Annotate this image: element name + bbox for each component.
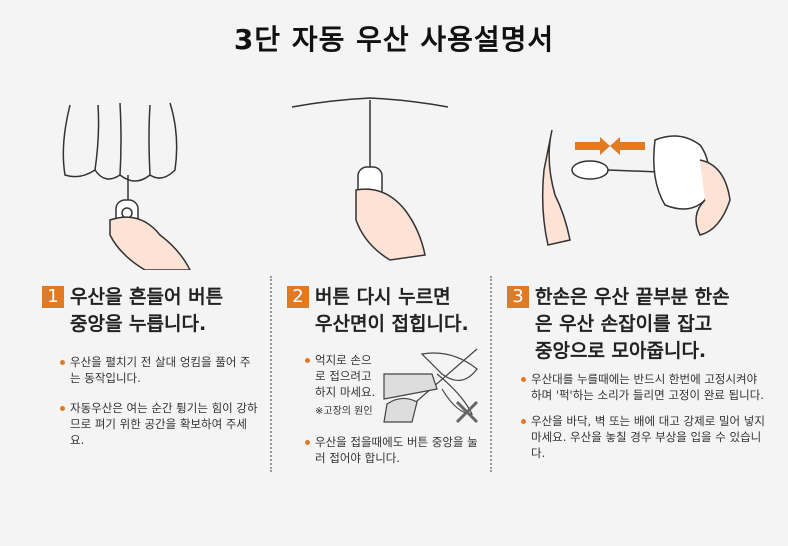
step-number-badge: 2 bbox=[287, 286, 309, 308]
press-button-illustration bbox=[291, 97, 449, 261]
heading-line: 은 우산 손잡이를 잡고 bbox=[535, 313, 713, 335]
bullet: 우산을 펼치기 전 살대 엉킴을 풀어 주는 동작입니다. bbox=[60, 354, 260, 386]
step-number-badge: 3 bbox=[507, 286, 529, 308]
forced-fold-illustration bbox=[383, 348, 479, 424]
heading-line: 우산면이 접힙니다. bbox=[315, 313, 469, 335]
bullet: 자동우산은 여는 순간 튕기는 힘이 강하므로 펴기 위한 공간을 확보하여 주… bbox=[60, 400, 260, 448]
bullet: 우산을 바닥, 벽 또는 배에 대고 강제로 밀어 넣지 마세요. 우산을 놓칠… bbox=[521, 413, 771, 461]
collapse-umbrella-illustration bbox=[541, 129, 731, 246]
heading-line: 우산을 흔들어 버튼 bbox=[70, 286, 224, 308]
warning-note: ※고장의 원인 bbox=[315, 406, 373, 417]
page-title: 3단 자동 우산 사용설명서 bbox=[233, 23, 555, 56]
column-divider bbox=[270, 276, 272, 472]
bullet: 우산대를 누를때에는 반드시 한번에 고정시켜야 하며 '퍽'하는 소리가 들리… bbox=[521, 371, 771, 403]
step-number-badge: 1 bbox=[42, 286, 64, 308]
heading-line: 버튼 다시 누르면 bbox=[315, 286, 451, 308]
bullet: 억지로 손으로 접으려고 하지 마세요. bbox=[305, 352, 377, 400]
shake-umbrella-illustration bbox=[62, 102, 191, 270]
arrows-icon bbox=[575, 137, 645, 155]
heading-line: 중앙을 누릅니다. bbox=[70, 313, 207, 335]
bullet: 우산을 접을때에도 버튼 중앙을 눌러 접어야 합니다. bbox=[305, 434, 485, 466]
heading-line: 중앙으로 모아줍니다. bbox=[535, 340, 707, 362]
column-divider bbox=[490, 276, 492, 472]
heading-line: 한손은 우산 끝부분 한손 bbox=[535, 286, 730, 308]
